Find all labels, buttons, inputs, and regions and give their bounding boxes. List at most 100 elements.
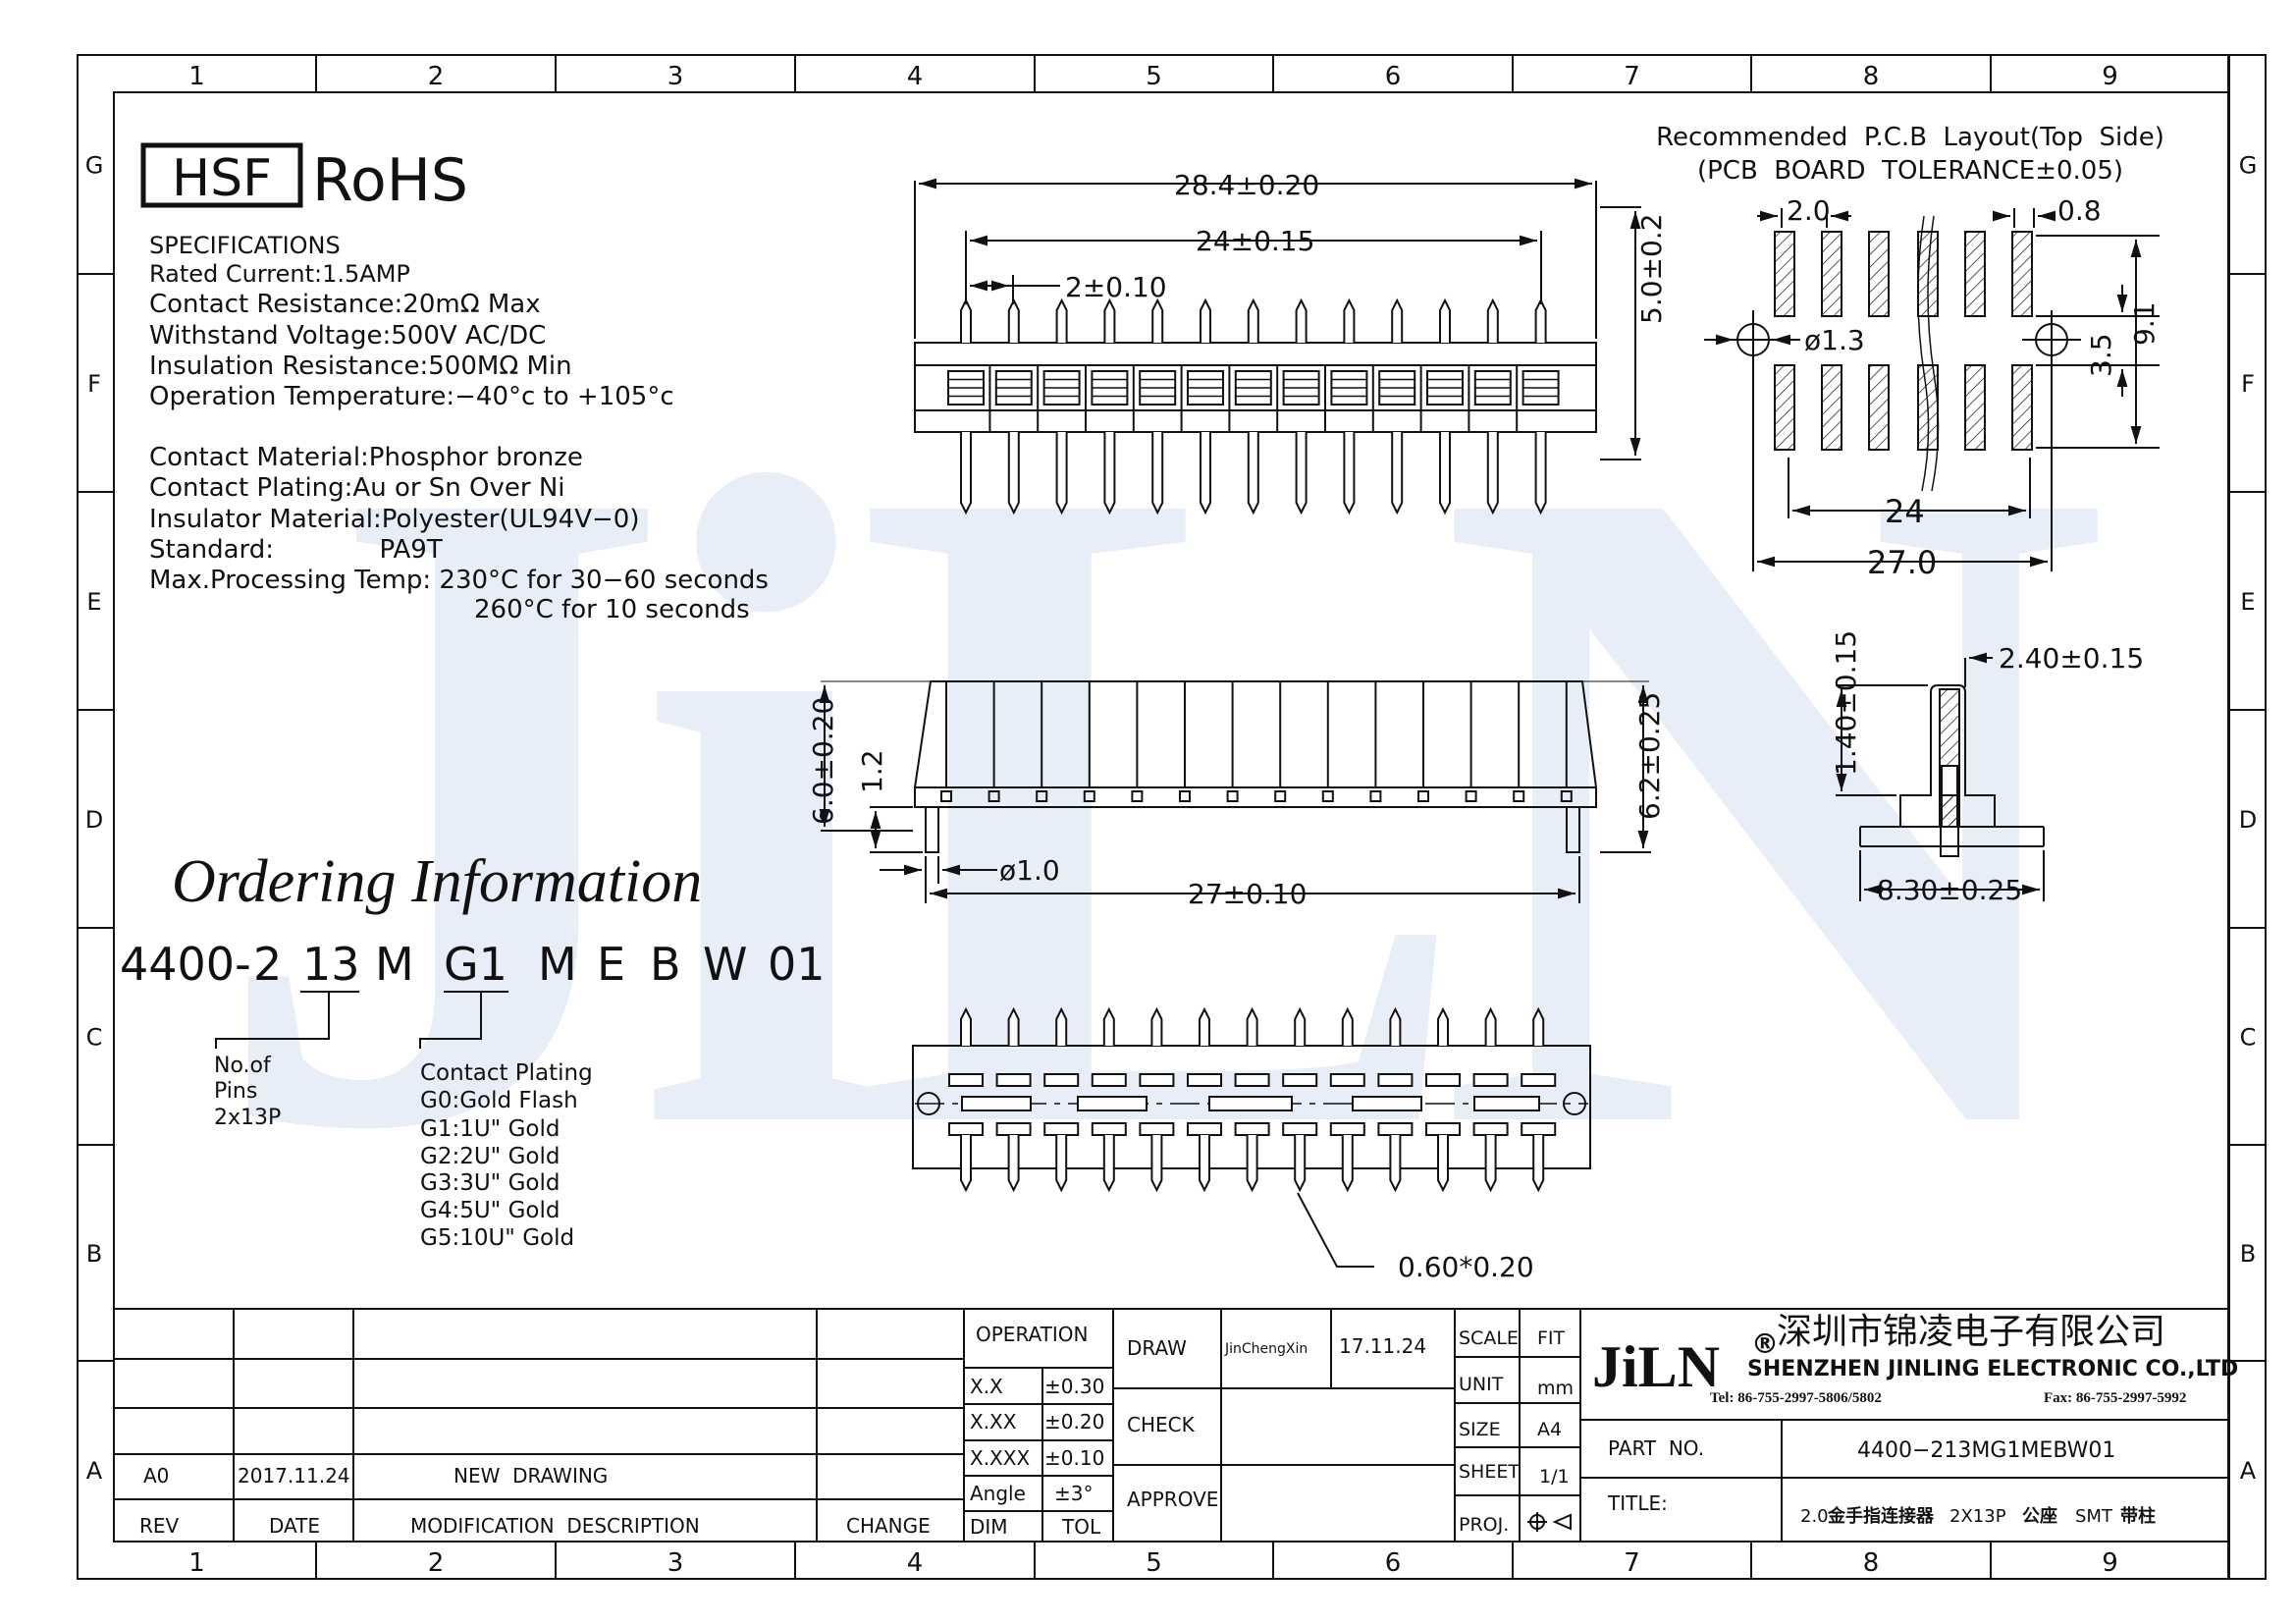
- operation-label: OPERATION: [976, 1323, 1088, 1346]
- plating-label: G3:3U" Gold: [420, 1170, 560, 1196]
- code-part: M: [538, 938, 577, 991]
- title-part: 带柱: [2120, 1505, 2156, 1527]
- top-pin-lower: [1151, 432, 1164, 515]
- approve-label: APPROVE: [1127, 1488, 1218, 1511]
- top-pin-upper: [1439, 298, 1451, 343]
- company-logo: JiLN: [1592, 1334, 1720, 1399]
- grid-column-label: 7: [1624, 62, 1640, 91]
- sheet-label: SHEET: [1459, 1461, 1520, 1483]
- title-part: 2X13P: [1949, 1506, 2006, 1527]
- bottom-pin-upper: [1102, 1006, 1115, 1046]
- pcb-total-h: 9.1: [2128, 301, 2161, 346]
- bottom-pad-upper: [1329, 1073, 1365, 1087]
- bottom-pin-upper: [1007, 1006, 1020, 1046]
- rev-value: A0: [143, 1464, 169, 1488]
- grid-row-label: A: [2240, 1457, 2257, 1485]
- modification-header: MODIFICATION DESCRIPTION: [410, 1514, 700, 1538]
- top-pin-lower: [1391, 432, 1404, 515]
- bottom-pad-upper: [1377, 1073, 1414, 1087]
- pcb-pad-lower: [1821, 364, 1842, 451]
- code-part: M: [375, 938, 414, 991]
- watermark-text: JiLN: [207, 289, 2107, 1322]
- tol-dim: X.XXX: [970, 1446, 1030, 1470]
- code-part: G1: [444, 938, 507, 991]
- bottom-pad-lower: [1139, 1122, 1175, 1136]
- top-pin-lower: [960, 432, 972, 515]
- spec-line: Insulator Material:Polyester(UL94V−0): [149, 505, 639, 534]
- grid-column-label: 1: [188, 62, 205, 91]
- pcb-pad-width: 0.8: [2057, 194, 2102, 227]
- dim-post-span: 27±0.10: [1188, 878, 1307, 910]
- top-pin-upper: [1055, 298, 1068, 343]
- bottom-pad-lower: [1472, 1122, 1509, 1136]
- spec-line: 260°C for 10 seconds: [474, 595, 750, 624]
- company-tel: Tel: 86-755-2997-5806/5802: [1710, 1390, 1882, 1406]
- part-no-label: PART NO.: [1608, 1436, 1704, 1460]
- ordering-title: Ordering Information: [172, 848, 702, 915]
- spec-line: Operation Temperature:−40°c to +105°c: [149, 382, 674, 411]
- bottom-slot: [1208, 1096, 1293, 1111]
- title-part: 金手指连接器: [1827, 1505, 1935, 1527]
- bottom-slot: [1077, 1096, 1148, 1111]
- bottom-pin-lower: [1246, 1135, 1258, 1193]
- dim-end-height: 1.40±0.15: [1830, 630, 1862, 776]
- pcb-pad-lower: [1868, 364, 1890, 451]
- side-finger-tab: [1321, 790, 1334, 802]
- tol-header: TOL: [1061, 1515, 1101, 1539]
- bottom-pad-lower: [1091, 1122, 1127, 1136]
- grid-row-label: B: [2240, 1240, 2256, 1268]
- bottom-pad-upper: [1282, 1073, 1318, 1087]
- pcb-pad-upper: [1821, 231, 1842, 317]
- top-pin-lower: [1439, 432, 1451, 515]
- grid-column-label: 2: [428, 62, 445, 91]
- hsf-text: HSF: [172, 149, 272, 208]
- title-block: [114, 1308, 2229, 1542]
- draw-label: DRAW: [1127, 1336, 1187, 1360]
- code-part: W: [703, 938, 747, 991]
- bottom-pad-upper: [1091, 1073, 1127, 1087]
- top-pin-lower: [1343, 432, 1356, 515]
- grid-column-label: 5: [1146, 1548, 1162, 1578]
- top-pin-upper: [1343, 298, 1356, 343]
- plating-label: G0:Gold Flash: [420, 1088, 578, 1113]
- top-pin-lower: [1247, 432, 1259, 515]
- bottom-view: [912, 1006, 1591, 1268]
- dim-top-span: 24±0.15: [1196, 225, 1314, 257]
- title-part: SMT: [2075, 1506, 2113, 1527]
- dim-end-base: 8.30±0.25: [1877, 874, 2022, 906]
- pcb-tolerance: (PCB BOARD TOLERANCE±0.05): [1697, 156, 2123, 186]
- pcb-pad-upper: [1964, 231, 1986, 317]
- unit-value: mm: [1537, 1378, 1574, 1399]
- company-block: JiLN ® 深圳市锦凌电子有限公司 SHENZHEN JINLING ELEC…: [1592, 1312, 2238, 1527]
- bottom-pin-lower: [1199, 1135, 1210, 1193]
- bottom-pad-upper: [995, 1073, 1032, 1087]
- bottom-pad-lower: [1329, 1122, 1365, 1136]
- grid-column-label: 9: [2102, 62, 2118, 91]
- title-part: 2.0: [1800, 1506, 1829, 1527]
- side-finger-tab: [988, 790, 1000, 802]
- bottom-pin-upper: [1532, 1006, 1545, 1046]
- bottom-pin-lower: [1102, 1135, 1115, 1193]
- plating-label: G1:1U" Gold: [420, 1116, 560, 1142]
- top-pin-lower: [1200, 432, 1211, 515]
- bottom-pad-upper: [1521, 1073, 1557, 1087]
- grid-column-label: 8: [1863, 1548, 1880, 1578]
- bottom-pad-lower: [948, 1122, 984, 1136]
- frame-right-strip: [2228, 54, 2267, 1580]
- grid-row-label: G: [85, 152, 104, 180]
- bottom-pad-upper: [1472, 1073, 1509, 1087]
- title-part: 公座: [2022, 1505, 2057, 1527]
- bottom-pin-lower: [1532, 1135, 1545, 1193]
- code-part: 01: [768, 938, 826, 991]
- bottom-pin-upper: [1246, 1006, 1258, 1046]
- code-part: E: [597, 938, 625, 991]
- grid-row-label: E: [2240, 588, 2255, 616]
- side-finger-tab: [1179, 790, 1191, 802]
- grid-column-label: 7: [1624, 1548, 1640, 1578]
- tol-value: ±3°: [1054, 1482, 1093, 1505]
- check-label: CHECK: [1127, 1413, 1196, 1436]
- grid-column-label: 6: [1385, 62, 1402, 91]
- grid-row-label: D: [2239, 806, 2257, 834]
- grid-column-label: 6: [1385, 1548, 1402, 1578]
